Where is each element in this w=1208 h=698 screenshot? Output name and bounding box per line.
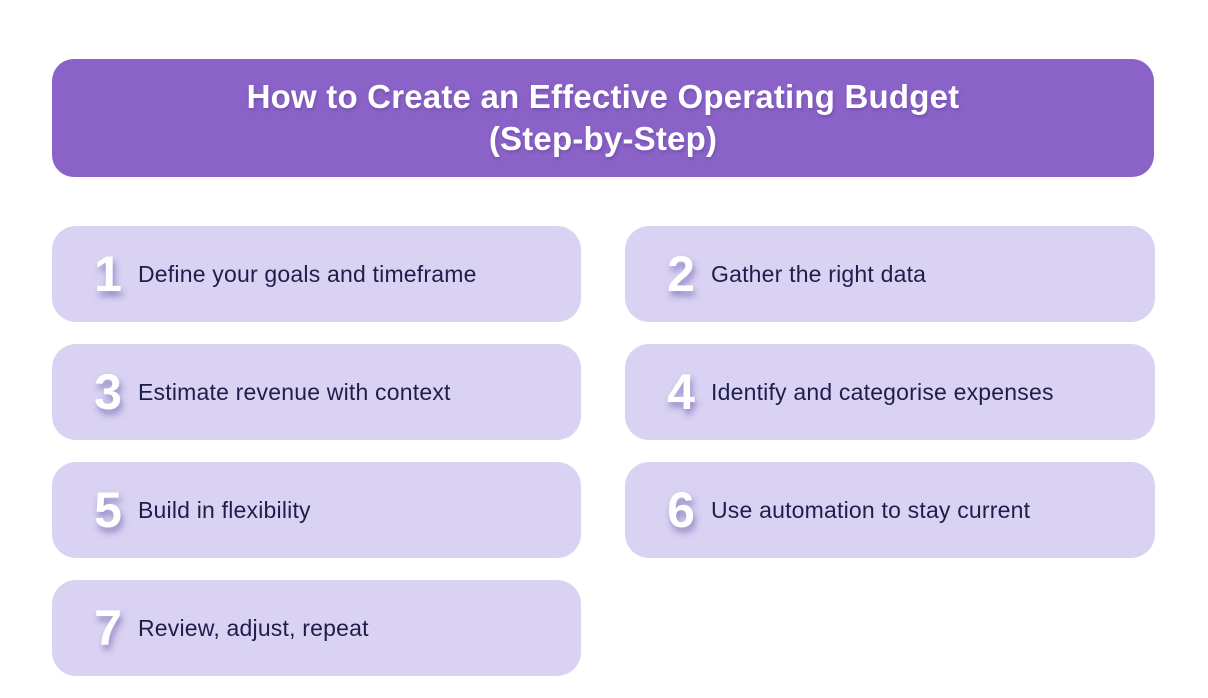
step-card-2: 2 Gather the right data [625,226,1155,322]
step-number: 4 [667,364,695,420]
step-label: Estimate revenue with context [138,378,451,405]
step-label: Define your goals and timeframe [138,260,477,287]
step-label: Review, adjust, repeat [138,614,369,641]
step-number: 2 [667,246,695,302]
step-number: 7 [94,600,122,656]
step-label: Use automation to stay current [711,496,1031,523]
infographic-header: How to Create an Effective Operating Bud… [52,59,1154,177]
step-number: 5 [94,482,122,538]
step-label: Gather the right data [711,260,927,287]
step-card-3: 3 Estimate revenue with context [52,344,581,440]
step-card-5: 5 Build in flexibility [52,462,581,558]
step-number: 3 [94,364,122,420]
step-number: 6 [667,482,695,538]
step-card-4: 4 Identify and categorise expenses [625,344,1155,440]
step-card-7: 7 Review, adjust, repeat [52,580,581,676]
step-number: 1 [94,246,122,302]
step-label: Identify and categorise expenses [711,378,1054,405]
header-title-line-2: (Step-by-Step) [488,120,718,157]
header-title-line-1: How to Create an Effective Operating Bud… [246,77,960,115]
step-card-6: 6 Use automation to stay current [625,462,1155,558]
step-card-1: 1 Define your goals and timeframe [52,226,581,322]
step-label: Build in flexibility [138,496,311,523]
steps-grid: 1 Define your goals and timeframe 2 Gath… [52,226,1156,676]
